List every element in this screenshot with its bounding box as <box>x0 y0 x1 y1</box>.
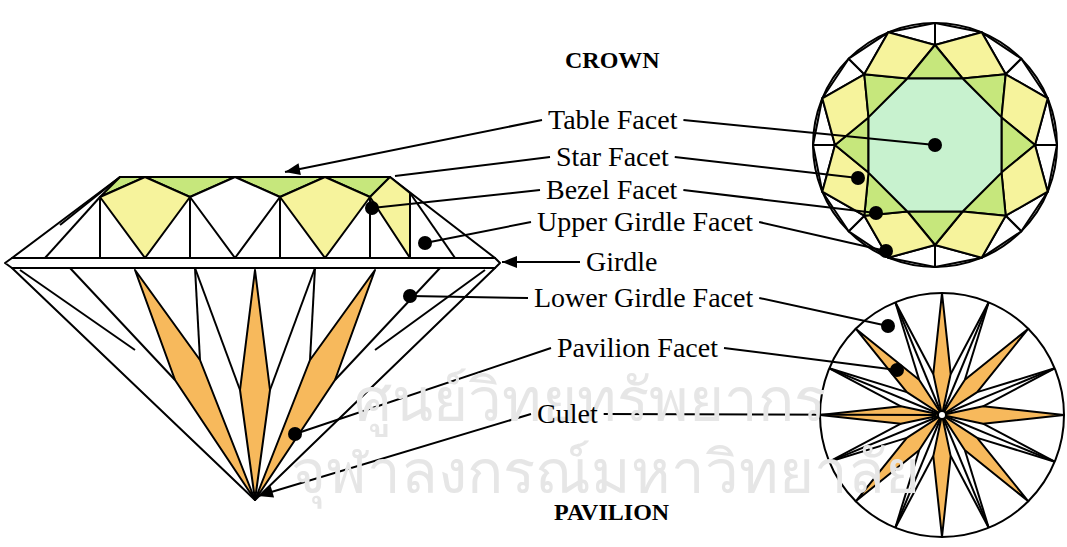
star-facet <box>907 45 962 79</box>
bezel-facet <box>1002 145 1048 216</box>
girdle-band <box>5 258 500 268</box>
facet-edge <box>375 270 485 350</box>
pavilion-facet <box>942 329 1028 415</box>
table-facet <box>869 79 1002 212</box>
leader-line <box>675 157 858 178</box>
crown-outline <box>12 177 495 258</box>
leader-dot <box>418 236 432 250</box>
part-label: Girdle <box>586 247 658 278</box>
part-label: Bezel Facet <box>546 175 677 206</box>
part-label: Upper Girdle Facet <box>537 207 753 238</box>
leader-dot <box>403 289 417 303</box>
watermark: จุฬาลงกรณ์มหาวิทยาลัย <box>291 439 920 505</box>
pavilion-facet <box>942 415 1028 501</box>
facet-edge <box>335 268 440 380</box>
pavilion-facet <box>933 293 950 415</box>
pavilion-facet <box>135 270 255 500</box>
facet-edge <box>279 197 281 258</box>
leader-line <box>425 222 531 243</box>
pavilion-facet <box>942 406 1064 423</box>
crown-top-view <box>813 23 1057 267</box>
pavilion-facet <box>856 329 942 415</box>
section-heading: CROWN <box>565 47 660 73</box>
leader-line <box>759 222 886 251</box>
part-label: Culet <box>537 399 598 430</box>
bezel-facet <box>100 177 190 258</box>
culet-point <box>938 411 946 419</box>
bezel-facet <box>280 177 370 258</box>
leader-line <box>410 296 528 298</box>
leader-line <box>372 190 540 208</box>
facet-edge <box>99 197 101 258</box>
leader-dot <box>890 363 904 377</box>
lower-girdle-edge <box>895 302 933 374</box>
part-label: Star Facet <box>556 142 669 173</box>
facet-edge <box>270 268 315 390</box>
leader-dot <box>928 138 942 152</box>
facet-edge <box>195 268 240 390</box>
pavilion-facet <box>240 270 270 500</box>
facet-edge <box>189 197 191 258</box>
leader-dot <box>851 171 865 185</box>
part-label: Table Facet <box>548 105 677 136</box>
bezel-facet <box>370 177 410 258</box>
facet-edge <box>20 270 135 350</box>
facet-edge <box>60 177 120 225</box>
lower-girdle-edge <box>983 368 1055 406</box>
part-label: Pavilion Facet <box>557 333 718 364</box>
part-label: Lower Girdle Facet <box>534 283 753 314</box>
leader-dot <box>365 201 379 215</box>
pavilion-facet <box>933 415 950 537</box>
leader-arrow <box>285 120 542 172</box>
leader-arrow <box>502 261 580 263</box>
leader-line <box>395 157 550 176</box>
facet-edge <box>45 197 100 258</box>
facet-edge <box>310 268 315 360</box>
leader-dot <box>879 244 893 258</box>
leader-line <box>759 298 888 326</box>
girdle-outline <box>813 23 1057 267</box>
lower-girdle-edge <box>951 456 989 528</box>
leader-dot <box>869 206 883 220</box>
bezel-facet <box>190 177 280 258</box>
leader-line <box>683 120 935 145</box>
facet-edge <box>70 268 175 380</box>
section-heading: PAVILION <box>554 499 669 525</box>
leader-dot <box>881 319 895 333</box>
